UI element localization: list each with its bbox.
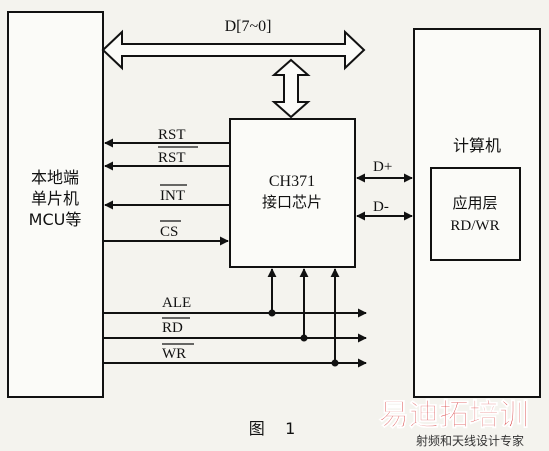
mcu-label-line3: MCU等 — [29, 210, 82, 229]
watermark-logo: 易迪拓培训 射频和天线设计专家 — [379, 398, 530, 448]
rd-junction — [300, 334, 308, 342]
bottom-signal-lines — [103, 268, 367, 368]
app-layer-line2: RD/WR — [450, 218, 499, 234]
d-minus-label: D- — [373, 199, 389, 215]
rst-n-label: RST — [158, 150, 186, 166]
usb-signal-lines — [356, 173, 413, 221]
computer-title: 计算机 — [453, 136, 501, 155]
ale-label: ALE — [162, 295, 191, 311]
watermark-slogan: 射频和天线设计专家 — [416, 433, 524, 448]
figure-caption: 图 1 — [249, 419, 296, 438]
wr-n-label: WR — [162, 346, 186, 362]
rst-label: RST — [158, 127, 186, 143]
bottom-signal-labels: ALE RD WR — [162, 295, 194, 362]
computer-block: 计算机 应用层 RD/WR — [413, 28, 541, 398]
watermark-brand: 易迪拓培训 — [379, 398, 529, 433]
ch371-chip-block: CH371 接口芯片 — [229, 118, 356, 268]
rd-n-label: RD — [162, 320, 183, 336]
wr-junction — [331, 359, 339, 367]
app-layer-block — [430, 167, 521, 261]
mcu-label-line1: 本地端 — [31, 168, 79, 187]
chip-label-line2: 接口芯片 — [262, 193, 322, 211]
data-bus-arrow: D[7~0] — [101, 18, 366, 71]
chip-bus-arrow — [271, 58, 311, 119]
ale-junction — [268, 309, 276, 317]
left-signal-lines — [103, 138, 230, 246]
app-layer-line1: 应用层 — [452, 194, 497, 212]
int-n-label: INT — [160, 188, 185, 204]
mcu-label-line2: 单片机 — [31, 189, 79, 208]
d-plus-label: D+ — [373, 159, 392, 175]
mcu-block: 本地端 单片机 MCU等 — [7, 11, 104, 398]
bus-label: D[7~0] — [225, 18, 272, 35]
chip-label-line1: CH371 — [269, 173, 315, 190]
left-signal-labels: RST RST INT CS — [158, 127, 198, 240]
junction-dots — [268, 309, 339, 367]
cs-n-label: CS — [160, 224, 178, 240]
